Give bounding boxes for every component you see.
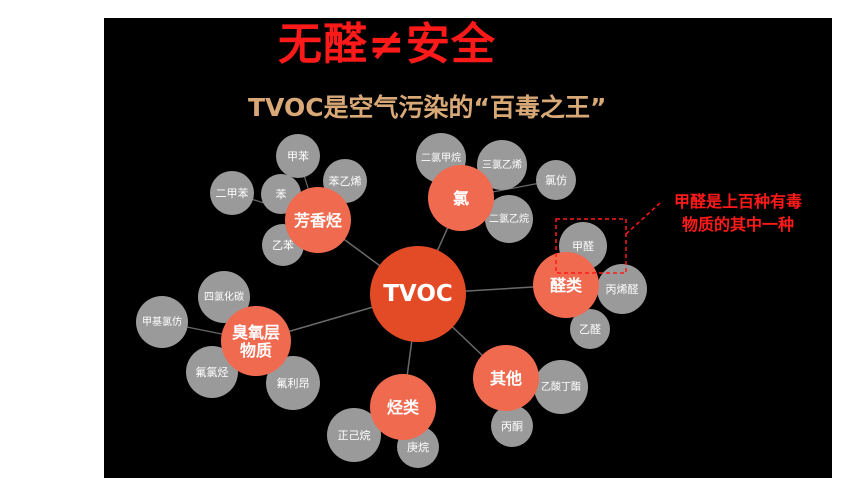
substance-label: 苯	[276, 187, 287, 201]
substance-node	[198, 271, 250, 323]
category-node	[428, 165, 494, 231]
substance-label: 甲基氯仿	[142, 315, 182, 328]
substance-node	[477, 140, 527, 190]
substance-label: 正己烷	[338, 428, 371, 442]
substance-node	[491, 405, 533, 447]
substance-label: 四氯化碳	[204, 290, 244, 303]
category-node	[473, 345, 539, 411]
substance-label: 氯仿	[545, 173, 567, 187]
substance-node	[276, 134, 320, 178]
substance-node	[536, 160, 576, 200]
category-node	[285, 187, 351, 253]
substance-label: 甲苯	[287, 149, 309, 163]
category-node	[370, 374, 436, 440]
category-label: 其他	[490, 369, 522, 388]
substance-label: 氟氯烃	[196, 365, 229, 379]
slide-subtitle: TVOC是空气污染的“百毒之王”	[248, 93, 607, 122]
callout-line-1: 甲醛是上百种有毒	[673, 192, 802, 211]
substance-node	[186, 346, 238, 398]
substance-label: 丙烯醛	[606, 282, 639, 296]
category-label: 芳香烃	[294, 211, 342, 230]
category-label: 烃类	[387, 398, 420, 417]
callout-line-2: 物质的其中一种	[681, 215, 794, 234]
substance-node	[597, 264, 647, 314]
formaldehyde-callout: 甲醛是上百种有毒 物质的其中一种	[650, 190, 826, 236]
substance-label: 乙苯	[272, 238, 294, 252]
substance-label: 甲醛	[572, 239, 594, 253]
substance-label: 庚烷	[407, 440, 429, 454]
substance-node	[210, 171, 254, 215]
substance-label: 二甲苯	[216, 186, 249, 200]
substance-node	[136, 296, 188, 348]
formaldehyde-highlight-box	[555, 218, 627, 274]
category-label: 醛类	[550, 276, 583, 295]
slide-background	[104, 18, 832, 478]
substance-node	[570, 309, 610, 349]
substance-label: 苯乙烯	[329, 174, 362, 188]
tvoc-center-label: TVOC	[383, 281, 453, 307]
tvoc-center-node	[370, 246, 466, 342]
category-label: 氯	[453, 189, 469, 208]
category-node	[533, 252, 599, 318]
slide-headline: 无醛≠安全	[278, 19, 496, 70]
callout-leader-line	[625, 202, 661, 235]
substance-label: 三氯乙烯	[482, 158, 522, 171]
substance-label: 氟利昂	[277, 377, 310, 390]
substance-node	[534, 360, 588, 414]
substance-label: 丙酮	[501, 420, 523, 433]
substance-label: 乙酸丁酯	[541, 380, 581, 393]
substance-label: 乙醛	[579, 322, 601, 336]
category-node	[221, 306, 291, 376]
substance-label: 二氯甲烷	[421, 151, 461, 164]
substance-label: 二氯乙烷	[489, 212, 529, 225]
category-label: 臭氧层物质	[232, 322, 280, 359]
substance-node	[266, 356, 320, 410]
substance-node	[327, 408, 381, 462]
substance-node	[485, 195, 533, 243]
